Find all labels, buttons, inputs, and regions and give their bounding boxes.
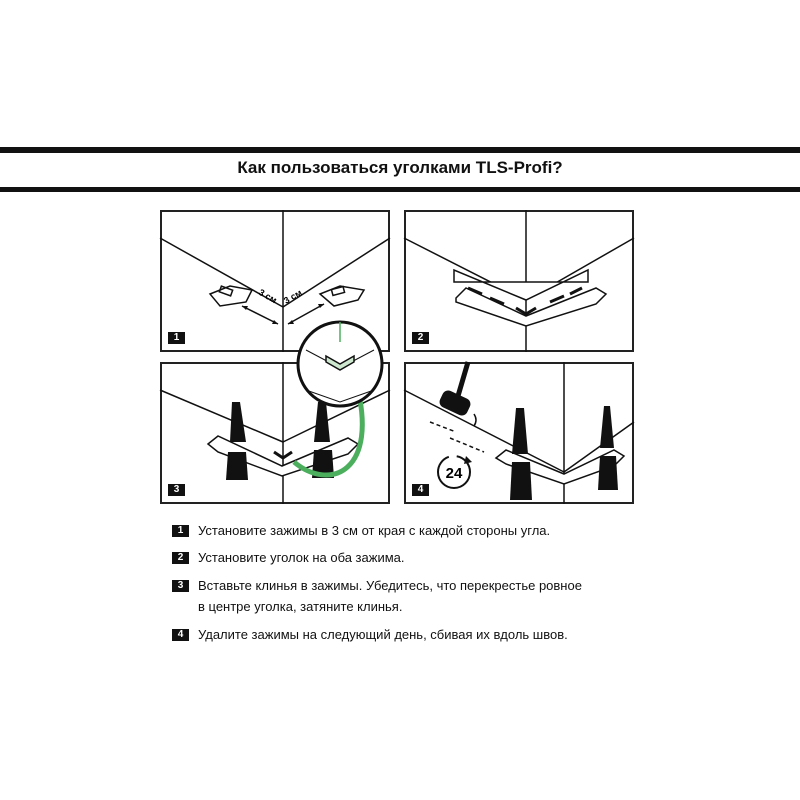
- step-number: 2: [172, 552, 189, 564]
- step-text: Установите уголок на оба зажима.: [198, 550, 405, 565]
- step-text: Вставьте клинья в зажимы. Убедитесь, что…: [198, 578, 582, 593]
- step-number: 4: [172, 629, 189, 641]
- step-text-continued: в центре уголка, затяните клинья.: [198, 599, 403, 614]
- top-rule: [0, 147, 800, 153]
- clip-removal-illustration: 24: [403, 361, 635, 504]
- wedge-icon: [226, 402, 334, 480]
- step-text: Установите зажимы в 3 см от края с каждо…: [198, 523, 551, 538]
- page-title: Как пользоваться уголками TLS-Profi?: [237, 158, 563, 177]
- rubber-mallet-icon: [439, 361, 477, 427]
- wedges-insert-illustration: [159, 320, 391, 504]
- wedge-icon: [510, 406, 618, 500]
- step-badge: 1: [168, 332, 185, 344]
- step-text: Удалите зажимы на следующий день, сбивая…: [198, 627, 568, 642]
- bottom-rule: [0, 187, 800, 192]
- step-badge: 4: [412, 484, 429, 496]
- panel-step-1: 3 см 3 см 1: [159, 210, 391, 352]
- step-badge: 2: [412, 332, 429, 344]
- magnifier-detail: [296, 320, 384, 408]
- distance-label-right: 3 см: [282, 287, 304, 305]
- corner-mount-illustration: [403, 210, 635, 352]
- step-number: 3: [172, 580, 189, 592]
- timer-label: 24: [446, 465, 463, 482]
- green-arrow-icon: [292, 381, 365, 478]
- timer-24h-icon: 24: [437, 455, 472, 489]
- step-number: 1: [172, 525, 189, 537]
- clips-placement-illustration: 3 см 3 см: [159, 210, 391, 352]
- panel-step-3: 3: [159, 320, 391, 504]
- panel-step-4: 24 4: [403, 361, 635, 504]
- panel-step-2: 2: [403, 210, 635, 352]
- direction-arrows: [429, 421, 485, 453]
- step-badge: 3: [168, 484, 185, 496]
